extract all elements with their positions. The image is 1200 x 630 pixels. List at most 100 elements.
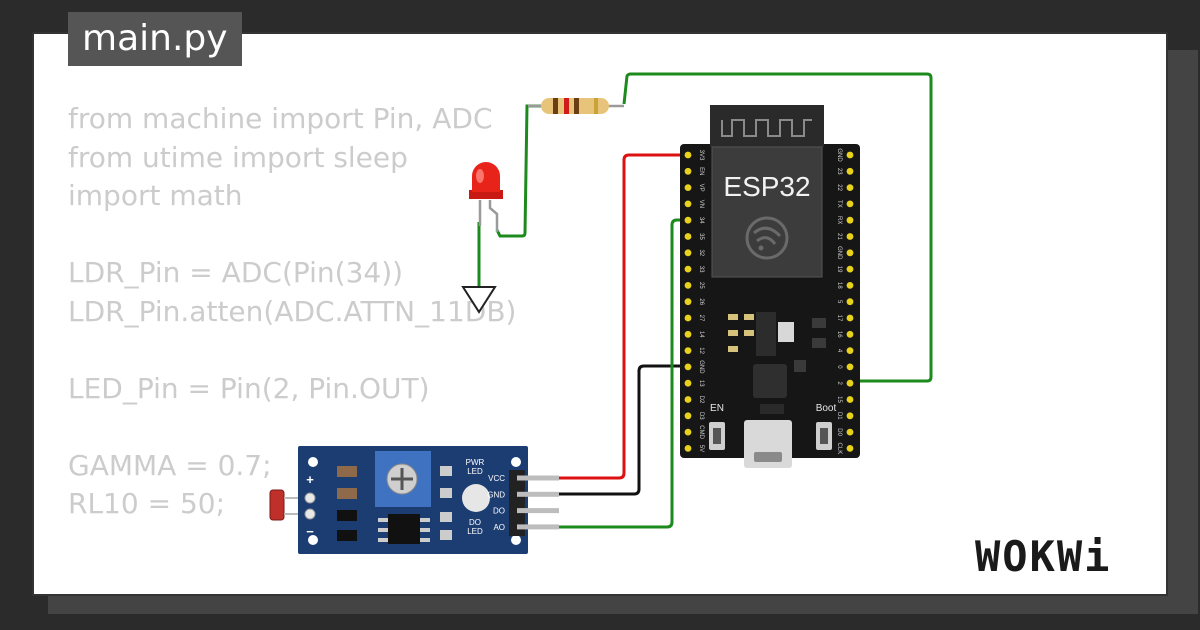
resistor[interactable] xyxy=(528,98,624,114)
project-card xyxy=(32,32,1168,596)
header-pin[interactable] xyxy=(684,184,692,192)
code-line: LDR_Pin.atten(ADC.ATTN_11DB) xyxy=(68,294,517,328)
header-pin[interactable] xyxy=(684,151,692,159)
header-pin[interactable] xyxy=(684,347,692,354)
header-pin[interactable] xyxy=(846,330,854,338)
module-pin[interactable] xyxy=(517,508,559,514)
pin-label: RX xyxy=(836,216,842,224)
header-pin[interactable] xyxy=(846,347,854,354)
code-line: LED_Pin = Pin(2, Pin.OUT) xyxy=(68,371,430,405)
header-pin[interactable] xyxy=(846,298,854,306)
pin-label: 12 xyxy=(698,347,704,354)
header-pin[interactable] xyxy=(684,412,692,420)
pin-label: 4 xyxy=(836,349,842,353)
wire-resistor-to-esp32-pin2[interactable] xyxy=(622,72,933,383)
wire-led-to-resistor[interactable] xyxy=(495,104,548,238)
red-led[interactable] xyxy=(469,162,503,232)
pin-label: GND xyxy=(836,148,842,162)
module-pin-label: AO xyxy=(493,523,505,532)
pin-label: 32 xyxy=(698,249,704,256)
usb-port[interactable] xyxy=(744,420,792,468)
header-pin[interactable] xyxy=(846,314,854,322)
pin-label: TX xyxy=(836,200,842,208)
pin-label: 26 xyxy=(698,298,704,305)
header-pin[interactable] xyxy=(846,363,854,371)
header-pin[interactable] xyxy=(846,412,854,420)
pin-label: 0 xyxy=(836,365,842,369)
header-pin[interactable] xyxy=(846,184,854,192)
code-line: RL10 = 50; xyxy=(68,487,226,520)
code-line: GAMMA = 0.7; xyxy=(68,448,272,482)
wire-gnd[interactable] xyxy=(556,364,688,496)
header-pin[interactable] xyxy=(684,396,692,403)
boot-button[interactable] xyxy=(816,422,832,450)
pin-label: D1 xyxy=(836,412,842,420)
pin-label: 22 xyxy=(836,184,842,191)
header-pin[interactable] xyxy=(684,249,692,257)
code-line: import math xyxy=(68,179,243,212)
module-pin[interactable] xyxy=(517,475,559,481)
header-pin[interactable] xyxy=(846,396,854,403)
header-pin[interactable] xyxy=(846,200,854,208)
header-pin[interactable] xyxy=(684,233,692,240)
file-tab[interactable]: main.py xyxy=(68,12,242,66)
pin-label: CMD xyxy=(698,425,704,439)
left-header-pins: 3V3ENVPVN343532332526271412GND13D2D3CMD5… xyxy=(684,150,704,452)
ground-symbol xyxy=(461,286,497,314)
module-pin[interactable] xyxy=(517,491,559,497)
pin-label: 16 xyxy=(836,331,842,338)
pin-label: 27 xyxy=(698,315,704,322)
header-pin[interactable] xyxy=(684,216,692,224)
pin-label: D3 xyxy=(698,412,704,420)
header-pin[interactable] xyxy=(684,200,692,208)
code-line: LDR_Pin = ADC(Pin(34)) xyxy=(68,256,404,289)
header-pin[interactable] xyxy=(684,282,692,289)
header-pin[interactable] xyxy=(846,216,854,224)
wire-ao-to-pin34[interactable] xyxy=(556,218,688,529)
code-line: from machine import Pin, ADC xyxy=(68,102,493,135)
header-pin[interactable] xyxy=(846,379,854,387)
header-pin[interactable] xyxy=(684,265,692,273)
module-pin[interactable] xyxy=(517,524,559,530)
header-pin[interactable] xyxy=(846,249,854,257)
pin-label: 19 xyxy=(836,266,842,273)
header-pin[interactable] xyxy=(846,445,854,452)
photoresistor[interactable] xyxy=(269,489,298,521)
header-pin[interactable] xyxy=(684,445,692,452)
antenna-trace xyxy=(721,119,812,137)
pin-label: 34 xyxy=(698,217,704,224)
esp32-devkit[interactable]: ESP32 EN Boot xyxy=(680,105,860,468)
pin-label: VN xyxy=(698,200,704,208)
header-pin[interactable] xyxy=(684,314,692,322)
header-pin[interactable] xyxy=(846,428,854,436)
header-pin[interactable] xyxy=(684,379,692,387)
pin-label: 33 xyxy=(698,266,704,273)
code-preview: from machine import Pin, ADC from utime i… xyxy=(68,100,516,524)
module-pin-label: GND xyxy=(487,490,505,499)
pin-label: EN xyxy=(698,167,704,175)
header-pin[interactable] xyxy=(846,282,854,289)
header-pin[interactable] xyxy=(846,233,854,240)
wire-vcc-3v3[interactable] xyxy=(556,153,688,480)
pin-label: D0 xyxy=(836,428,842,436)
header-pin[interactable] xyxy=(684,428,692,436)
header-pin[interactable] xyxy=(684,298,692,306)
header-pin[interactable] xyxy=(684,167,692,175)
en-button[interactable] xyxy=(709,422,725,450)
code-line: from utime import sleep xyxy=(68,140,408,174)
pin-label: 18 xyxy=(836,282,842,289)
plus-label: + xyxy=(306,472,314,487)
header-pin[interactable] xyxy=(684,363,692,371)
header-pin[interactable] xyxy=(846,167,854,175)
header-pin[interactable] xyxy=(846,265,854,273)
potentiometer[interactable] xyxy=(375,451,431,507)
pin-label: GND xyxy=(836,246,842,260)
header-pin[interactable] xyxy=(684,330,692,338)
header-pin[interactable] xyxy=(846,151,854,159)
